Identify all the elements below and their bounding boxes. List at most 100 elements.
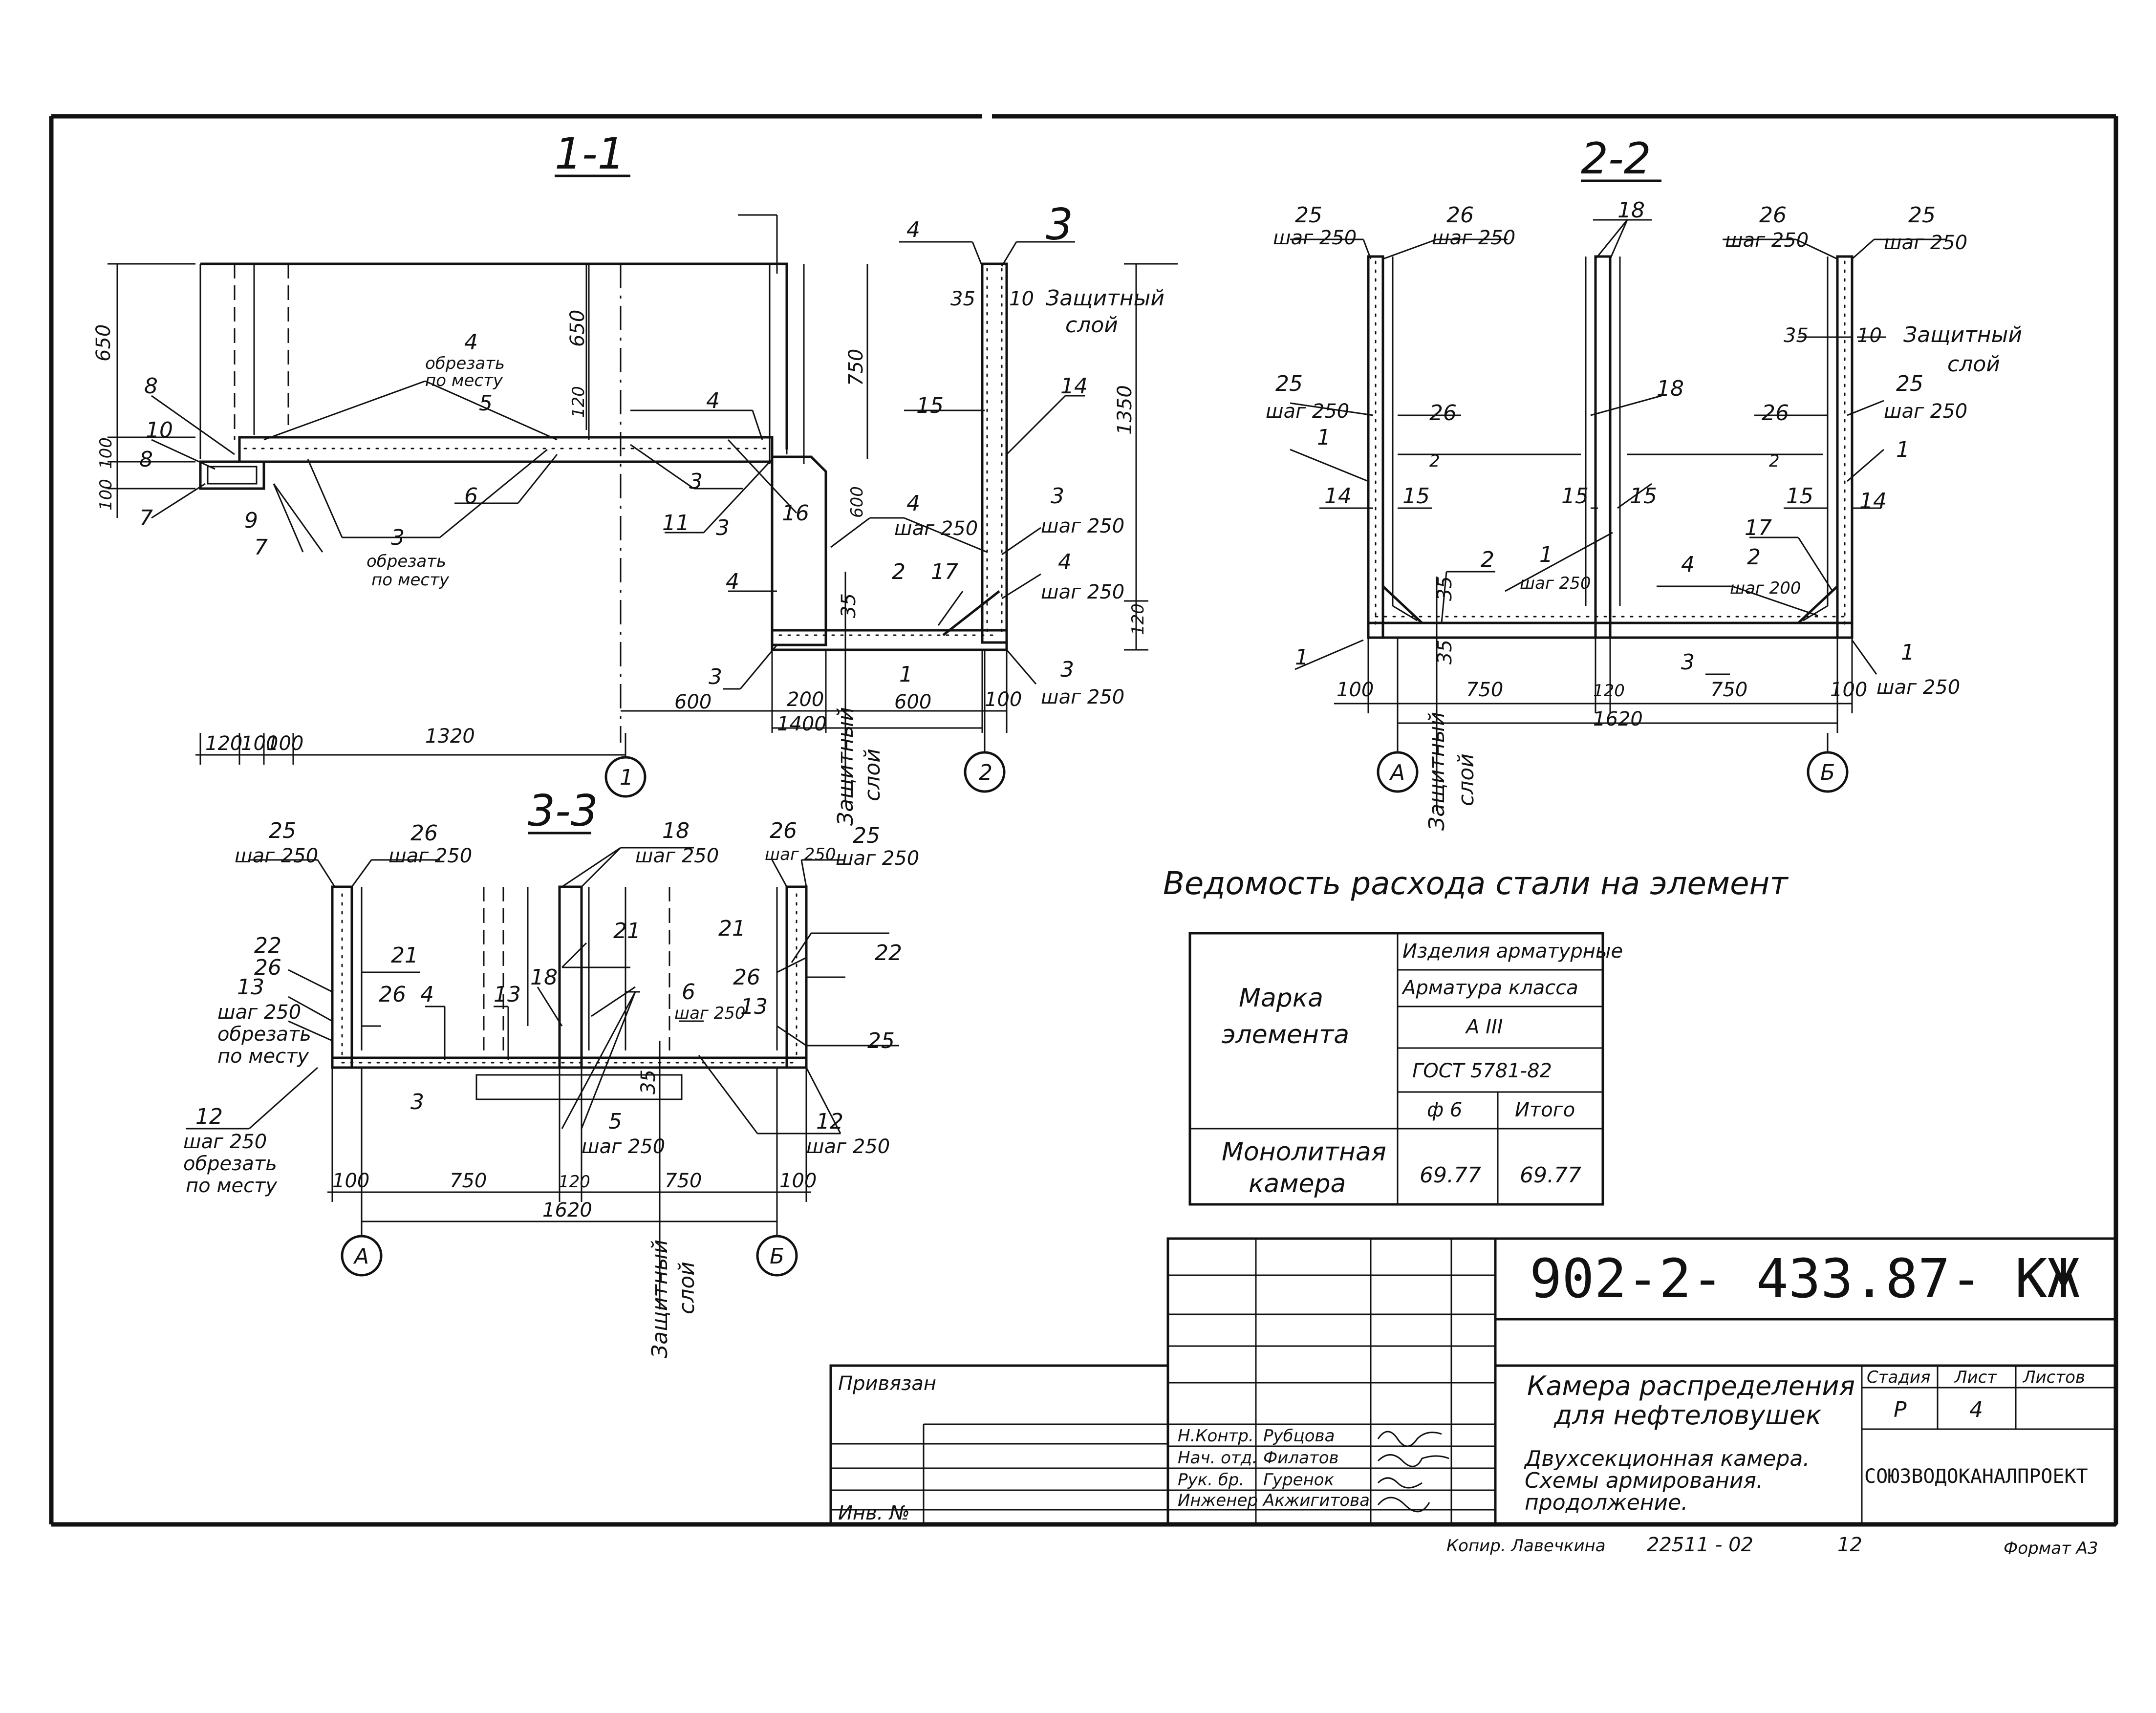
- steel-col-mark-2: элемента: [1222, 1020, 1349, 1049]
- protective-layer-33-v2: слой: [674, 1262, 699, 1314]
- mark-3-b: 3: [716, 515, 730, 540]
- role-0: Н.Контр.: [1178, 1426, 1254, 1446]
- step-250-33f: шаг 250: [217, 1001, 301, 1024]
- dim-750-33a: 750: [450, 1170, 487, 1192]
- cover-35-22: 35: [1784, 324, 1809, 347]
- section-1-1-title: 1-1: [555, 128, 625, 179]
- mark-12-33a: 12: [195, 1104, 223, 1129]
- cut-on-site-2: по месту: [425, 371, 503, 390]
- steel-row-total: 69.77: [1520, 1163, 1581, 1188]
- cut-on-site-33c: обрезать: [183, 1153, 277, 1175]
- mark-7-b: 7: [254, 535, 268, 560]
- mark-13-33b: 13: [494, 982, 521, 1007]
- steel-h-gost: ГОСТ 5781-82: [1412, 1060, 1552, 1082]
- dim-1350: 1350: [1114, 385, 1136, 435]
- dim-750-33b: 750: [665, 1170, 702, 1192]
- section-2-2: 2-2: [1266, 133, 2022, 831]
- steel-h-total: Итого: [1515, 1099, 1575, 1121]
- mark-22-33a: 22: [254, 933, 281, 958]
- mark-3-top: 3: [1046, 199, 1073, 250]
- mark-21-33b: 21: [613, 919, 641, 943]
- mark-14: 14: [1060, 374, 1088, 399]
- steel-h-grade: А III: [1465, 1016, 1503, 1038]
- steel-row-phi6: 69.77: [1420, 1163, 1481, 1188]
- name-1: Филатов: [1263, 1448, 1339, 1468]
- signatures: [1377, 1431, 1449, 1513]
- title-line-2: для нефтеловушек: [1553, 1400, 1822, 1431]
- mark-13-33c: 13: [740, 994, 768, 1019]
- mark-4-33: 4: [420, 982, 434, 1007]
- mark-26-d: 26: [1762, 401, 1789, 426]
- step-250-33b: шаг 250: [388, 845, 472, 867]
- mark-18-33a: 18: [662, 818, 690, 843]
- mark-9: 9: [244, 508, 258, 533]
- mark-25-d: 25: [1896, 371, 1923, 396]
- step-250-22h: шаг 250: [1876, 676, 1960, 699]
- role-3: Инженер: [1178, 1491, 1258, 1510]
- inv-label: Инв. №: [838, 1502, 910, 1524]
- axis-B-33: Б: [770, 1244, 784, 1269]
- mark-8-a: 8: [144, 374, 158, 399]
- step-250-33j: шаг 250: [806, 1135, 890, 1158]
- cover-35v2-22: 35: [1434, 640, 1456, 664]
- dim-b100c: 100: [985, 688, 1022, 711]
- role-2: Рук. бр.: [1178, 1470, 1244, 1490]
- dim-750-22b: 750: [1710, 679, 1747, 701]
- mark-2: 2: [892, 559, 906, 584]
- step-250-d: шаг 250: [1041, 686, 1124, 708]
- axis-A-22: А: [1389, 760, 1405, 785]
- cover-10-22: 10: [1857, 324, 1882, 347]
- step-250-33i: шаг 250: [183, 1131, 267, 1153]
- protective-layer-11-v2: слой: [860, 749, 885, 801]
- step-250-22a: шаг 250: [1273, 227, 1357, 249]
- dim-b1400: 1400: [777, 713, 827, 735]
- steel-table-heading: Ведомость расхода стали на элемент: [1163, 866, 1789, 902]
- page-number: 12: [1837, 1534, 1862, 1556]
- mark-8-b: 8: [139, 447, 153, 472]
- protective-layer-11: Защитный: [1046, 286, 1164, 311]
- mark-2-22b: 2: [1769, 451, 1780, 471]
- cut-on-site-3: обрезать: [367, 552, 446, 571]
- name-0: Рубцова: [1263, 1426, 1335, 1446]
- steel-h-phi6: ф 6: [1427, 1099, 1462, 1121]
- mark-3-33: 3: [410, 1090, 424, 1114]
- mark-1-22a: 1: [1317, 425, 1331, 450]
- cut-on-site-1: обрезать: [425, 354, 505, 373]
- step-250-33e: шаг 250: [836, 847, 919, 870]
- step-250-33a: шаг 250: [235, 845, 318, 867]
- dim-650-mid: 650: [566, 310, 589, 347]
- protective-layer-22: Защитный: [1903, 322, 2022, 347]
- step-250-33h: шаг 250: [582, 1135, 665, 1158]
- dim-b100b: 100: [266, 732, 303, 755]
- mark-25-c: 25: [1275, 371, 1303, 396]
- mark-26-33a: 26: [410, 821, 438, 846]
- dim-1620-33: 1620: [542, 1199, 592, 1221]
- mark-3-mid: 3: [1051, 484, 1064, 509]
- mark-1-22e: 1: [1901, 640, 1915, 665]
- name-3: Акжигитова: [1262, 1491, 1370, 1510]
- mark-4-22: 4: [1681, 552, 1695, 577]
- mark-17-22: 17: [1745, 515, 1772, 540]
- bound-label: Привязан: [838, 1372, 936, 1395]
- mark-26-b: 26: [1759, 203, 1787, 228]
- name-2: Гуренок: [1263, 1470, 1335, 1490]
- mark-26-33d: 26: [379, 982, 406, 1007]
- mark-4-slab: 4: [706, 388, 720, 413]
- dim-b100a: 100: [241, 732, 278, 755]
- cover-35v-22: 35: [1434, 576, 1456, 601]
- mark-4-wall: 4: [726, 569, 739, 594]
- dim-750: 750: [845, 349, 867, 386]
- dim-650-left: 650: [92, 324, 115, 362]
- dim-b200: 200: [787, 688, 824, 711]
- steel-table: Ведомость расхода стали на элемент Марка…: [1163, 866, 1789, 1206]
- sheet-format: Формат А3: [2004, 1539, 2098, 1558]
- cut-on-site-33a: обрезать: [217, 1023, 311, 1046]
- dim-120-22: 120: [1593, 681, 1625, 701]
- mark-6: 6: [464, 484, 478, 509]
- dim-120-mid: 120: [569, 386, 588, 418]
- axis-2: 2: [979, 760, 992, 785]
- steel-col-mark-1: Марка: [1239, 984, 1323, 1013]
- mark-12-33b: 12: [816, 1109, 843, 1134]
- mark-6-33: 6: [682, 980, 695, 1005]
- dim-600-v: 600: [847, 486, 867, 518]
